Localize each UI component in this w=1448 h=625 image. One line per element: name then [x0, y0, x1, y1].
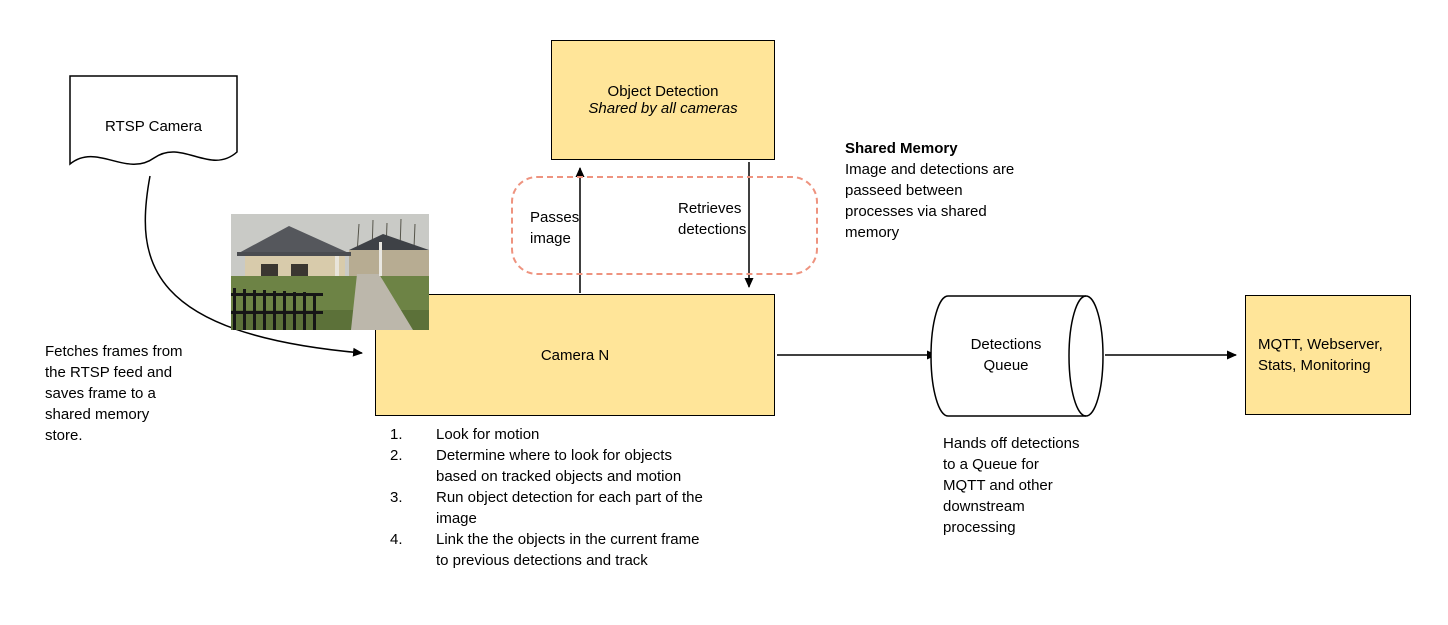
outputs-node: MQTT, Webserver, Stats, Monitoring	[1245, 295, 1411, 415]
step-text: Look for motion	[436, 426, 540, 443]
step-text: Run object detection for each part of th…	[436, 489, 703, 527]
queue-note: Hands off detections to a Queue for MQTT…	[943, 435, 1080, 536]
camera-step-row: 2. Determine where to look for objects b…	[386, 445, 786, 487]
retrieves-detections-label: Retrieves detections	[678, 200, 747, 238]
object-detection-subtitle: Shared by all cameras	[588, 100, 738, 117]
shared-memory-note-title: Shared Memory	[845, 140, 958, 157]
step-number: 4.	[390, 531, 403, 548]
shared-memory-dashed-region	[511, 176, 818, 275]
step-number: 2.	[390, 447, 403, 464]
step-number: 1.	[390, 426, 403, 443]
step-text: Determine where to look for objects base…	[436, 447, 682, 485]
detections-queue-label: Detections Queue	[970, 336, 1042, 374]
camera-step-row: 1. Look for motion	[386, 424, 786, 445]
fetch-note: Fetches frames from the RTSP feed and sa…	[45, 343, 183, 444]
shared-memory-note: Shared Memory Image and detections are p…	[845, 138, 1070, 243]
object-detection-title: Object Detection	[607, 83, 719, 100]
camera-steps-list: 1. Look for motion 2. Determine where to…	[386, 424, 786, 571]
rtsp-camera-label: RTSP Camera	[105, 118, 202, 135]
outputs-label: MQTT, Webserver, Stats, Monitoring	[1258, 336, 1383, 374]
step-text: Link the the objects in the current fram…	[436, 531, 700, 569]
camera-step-row: 4. Link the the objects in the current f…	[386, 529, 786, 571]
step-number: 3.	[390, 489, 403, 506]
camera-snapshot-image	[231, 214, 429, 330]
passes-image-label: Passes image	[530, 209, 580, 247]
camera-snapshot-scene	[231, 214, 429, 330]
shared-memory-note-body: Image and detections are passeed between…	[845, 161, 1015, 241]
detections-queue-cap	[1068, 295, 1087, 417]
camera-n-label: Camera N	[540, 346, 610, 364]
camera-n-node: Camera N	[375, 294, 775, 416]
object-detection-node: Object Detection Shared by all cameras	[551, 40, 775, 160]
camera-step-row: 3. Run object detection for each part of…	[386, 487, 786, 529]
